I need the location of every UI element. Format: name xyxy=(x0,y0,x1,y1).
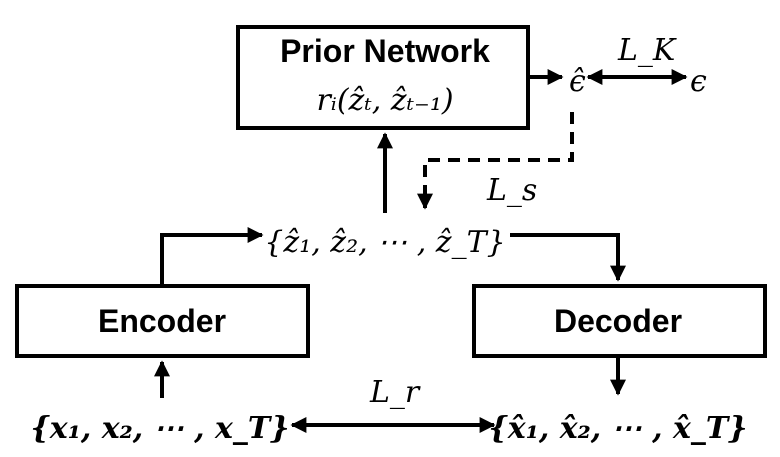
decoder-node: Decoder xyxy=(472,284,767,358)
z-hat-set: {ẑ₁, ẑ₂, ⋯ , ẑ_T} xyxy=(264,225,505,260)
loss-label-lk: L_K xyxy=(617,33,677,68)
epsilon-hat-symbol: ϵ̂ xyxy=(569,64,586,99)
arrow-z-to-decoder xyxy=(510,233,626,282)
encoder-node: Encoder xyxy=(15,284,310,358)
encoder-box xyxy=(15,284,310,358)
arrow-ls-dashed xyxy=(417,112,574,210)
decoder-label: Decoder xyxy=(554,303,682,339)
prior-network-box xyxy=(236,25,530,130)
loss-label-ls: L_s xyxy=(486,173,537,208)
prior-network-formula: rᵢ(ẑₜ, ẑₜ₋₁) xyxy=(316,83,453,118)
arrow-encoder-to-z xyxy=(160,227,264,286)
loss-label-lr: L_r xyxy=(369,375,421,410)
encoder-label: Encoder xyxy=(98,303,226,339)
x-set: {x₁, x₂, ⋯ , x_T} xyxy=(31,411,290,446)
prior-network-title: Prior Network xyxy=(280,33,490,69)
epsilon-symbol: ϵ xyxy=(690,64,707,99)
prior-network-node: Prior Network rᵢ(ẑₜ, ẑₜ₋₁) xyxy=(236,25,530,130)
x-hat-set: {x̂₁, x̂₂, ⋯ , x̂_T} xyxy=(489,411,748,446)
